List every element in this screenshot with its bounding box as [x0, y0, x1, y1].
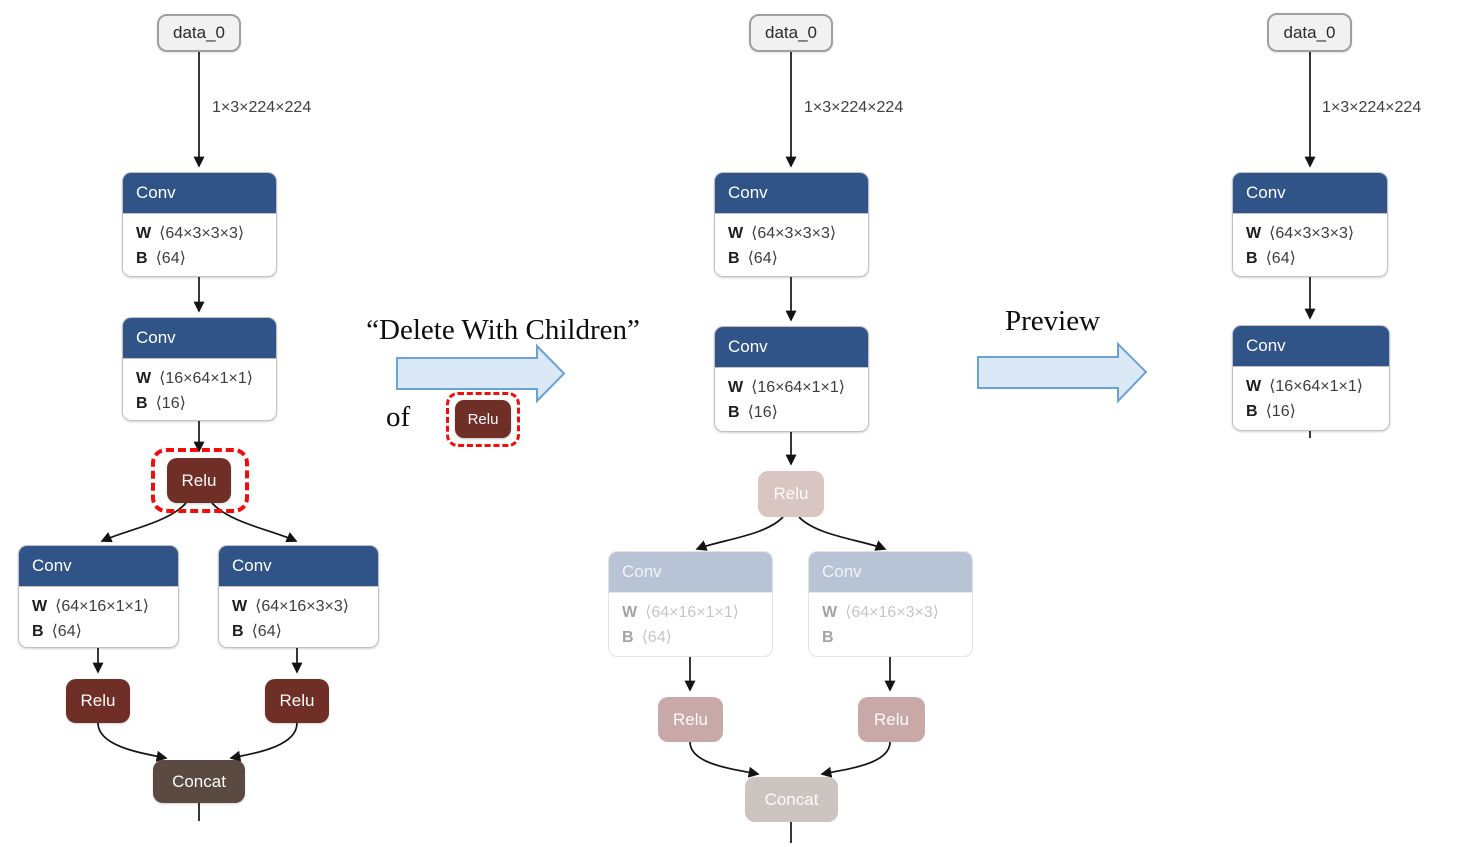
edge	[798, 516, 887, 551]
bias-key: B	[728, 250, 740, 267]
action-label: “Delete With Children”	[366, 314, 640, 346]
bias-key: B	[1246, 403, 1258, 420]
weight-shape: ⟨64×16×3×3⟩	[255, 598, 350, 615]
weight-key: W	[232, 598, 248, 615]
bias-shape: ⟨64⟩	[1265, 250, 1296, 267]
edge-shape-label: 1×3×224×224	[804, 99, 904, 116]
relu-node-faded[interactable]: Relu	[858, 697, 925, 742]
conv-node[interactable]: Conv W ⟨64×3×3×3⟩ B ⟨64⟩	[714, 172, 869, 277]
preview-label: Preview	[1004, 305, 1101, 337]
weight-shape: ⟨64×16×1×1⟩	[55, 598, 150, 615]
edge	[689, 741, 760, 778]
bias-key: B	[136, 395, 148, 412]
weight-shape: ⟨64×3×3×3⟩	[751, 225, 837, 242]
edge	[97, 722, 168, 762]
bias-key: B	[822, 629, 834, 646]
conv-node-title: Conv	[1233, 326, 1389, 367]
weight-key: W	[136, 225, 152, 242]
weight-shape: ⟨16×64×1×1⟩	[751, 379, 846, 396]
conv-node-title: Conv	[715, 173, 868, 214]
weight-key: W	[32, 598, 48, 615]
bias-shape: ⟨16⟩	[1265, 403, 1296, 420]
relu-node-selected[interactable]: Relu	[167, 458, 231, 503]
conv-node[interactable]: Conv W ⟨64×16×3×3⟩ B ⟨64⟩	[218, 545, 379, 648]
weight-key: W	[728, 225, 744, 242]
weight-key: W	[1246, 378, 1262, 395]
edge	[211, 502, 298, 543]
bias-shape: ⟨64⟩	[251, 623, 282, 640]
bias-key: B	[232, 623, 244, 640]
weight-shape: ⟨16×64×1×1⟩	[159, 370, 254, 387]
weight-shape: ⟨64×3×3×3⟩	[1269, 225, 1355, 242]
bias-shape: ⟨16⟩	[747, 404, 778, 421]
conv-node[interactable]: Conv W ⟨64×3×3×3⟩ B ⟨64⟩	[1232, 172, 1388, 277]
preview-arrow-icon	[977, 341, 1148, 404]
input-node-data0[interactable]: data_0	[157, 14, 241, 52]
edge-shape-label: 1×3×224×224	[212, 99, 312, 116]
input-node-data0[interactable]: data_0	[1267, 13, 1352, 52]
delete-action-arrow-icon	[396, 343, 566, 404]
conv-node-title: Conv	[1233, 173, 1387, 214]
bias-key: B	[32, 623, 44, 640]
selection-highlight-dashed	[151, 448, 249, 513]
weight-shape: ⟨64×3×3×3⟩	[159, 225, 245, 242]
edge	[100, 502, 187, 543]
of-label: of	[386, 401, 411, 433]
bias-shape: ⟨64⟩	[747, 250, 778, 267]
relu-node[interactable]: Relu	[66, 679, 130, 723]
concat-node-faded[interactable]: Concat	[745, 777, 838, 822]
bias-shape: ⟨64⟩	[51, 623, 82, 640]
conv-node[interactable]: Conv W ⟨64×16×1×1⟩ B ⟨64⟩	[18, 545, 179, 648]
weight-shape: ⟨16×64×1×1⟩	[1269, 378, 1364, 395]
bias-key: B	[728, 404, 740, 421]
relu-node[interactable]: Relu	[265, 679, 329, 723]
bias-shape: ⟨64⟩	[641, 629, 672, 646]
weight-shape: ⟨64×16×3×3⟩	[845, 604, 940, 621]
edge	[695, 516, 784, 551]
edge	[820, 741, 891, 778]
weight-key: W	[728, 379, 744, 396]
conv-node[interactable]: Conv W ⟨64×3×3×3⟩ B ⟨64⟩	[122, 172, 277, 277]
concat-node[interactable]: Concat	[153, 760, 245, 803]
weight-shape: ⟨64×16×1×1⟩	[645, 604, 740, 621]
conv-node-title: Conv	[809, 552, 972, 593]
relu-node-faded[interactable]: Relu	[658, 697, 723, 742]
conv-node[interactable]: Conv W ⟨16×64×1×1⟩ B ⟨16⟩	[714, 326, 869, 432]
conv-node-title: Conv	[123, 173, 276, 214]
bias-shape: ⟨64⟩	[155, 250, 186, 267]
weight-key: W	[822, 604, 838, 621]
conv-node-title: Conv	[19, 546, 178, 587]
weight-key: W	[1246, 225, 1262, 242]
bias-shape: ⟨16⟩	[155, 395, 186, 412]
conv-node-title: Conv	[715, 327, 868, 368]
weight-key: W	[136, 370, 152, 387]
bias-key: B	[622, 629, 634, 646]
conv-node[interactable]: Conv W ⟨16×64×1×1⟩ B ⟨16⟩	[1232, 325, 1390, 431]
weight-key: W	[622, 604, 638, 621]
edge-shape-label: 1×3×224×224	[1322, 99, 1422, 116]
target-highlight-dashed	[446, 392, 520, 447]
target-relu-node[interactable]: Relu	[455, 400, 511, 438]
edge	[229, 722, 298, 762]
bias-key: B	[1246, 250, 1258, 267]
conv-node[interactable]: Conv W ⟨16×64×1×1⟩ B ⟨16⟩	[122, 317, 277, 421]
conv-node-faded[interactable]: Conv W ⟨64×16×1×1⟩ B ⟨64⟩	[608, 551, 773, 657]
conv-node-title: Conv	[609, 552, 772, 593]
conv-node-faded[interactable]: Conv W ⟨64×16×3×3⟩ B	[808, 551, 973, 657]
conv-node-title: Conv	[219, 546, 378, 587]
bias-key: B	[136, 250, 148, 267]
conv-node-title: Conv	[123, 318, 276, 359]
relu-node-faded[interactable]: Relu	[758, 471, 824, 517]
input-node-data0[interactable]: data_0	[749, 14, 833, 52]
